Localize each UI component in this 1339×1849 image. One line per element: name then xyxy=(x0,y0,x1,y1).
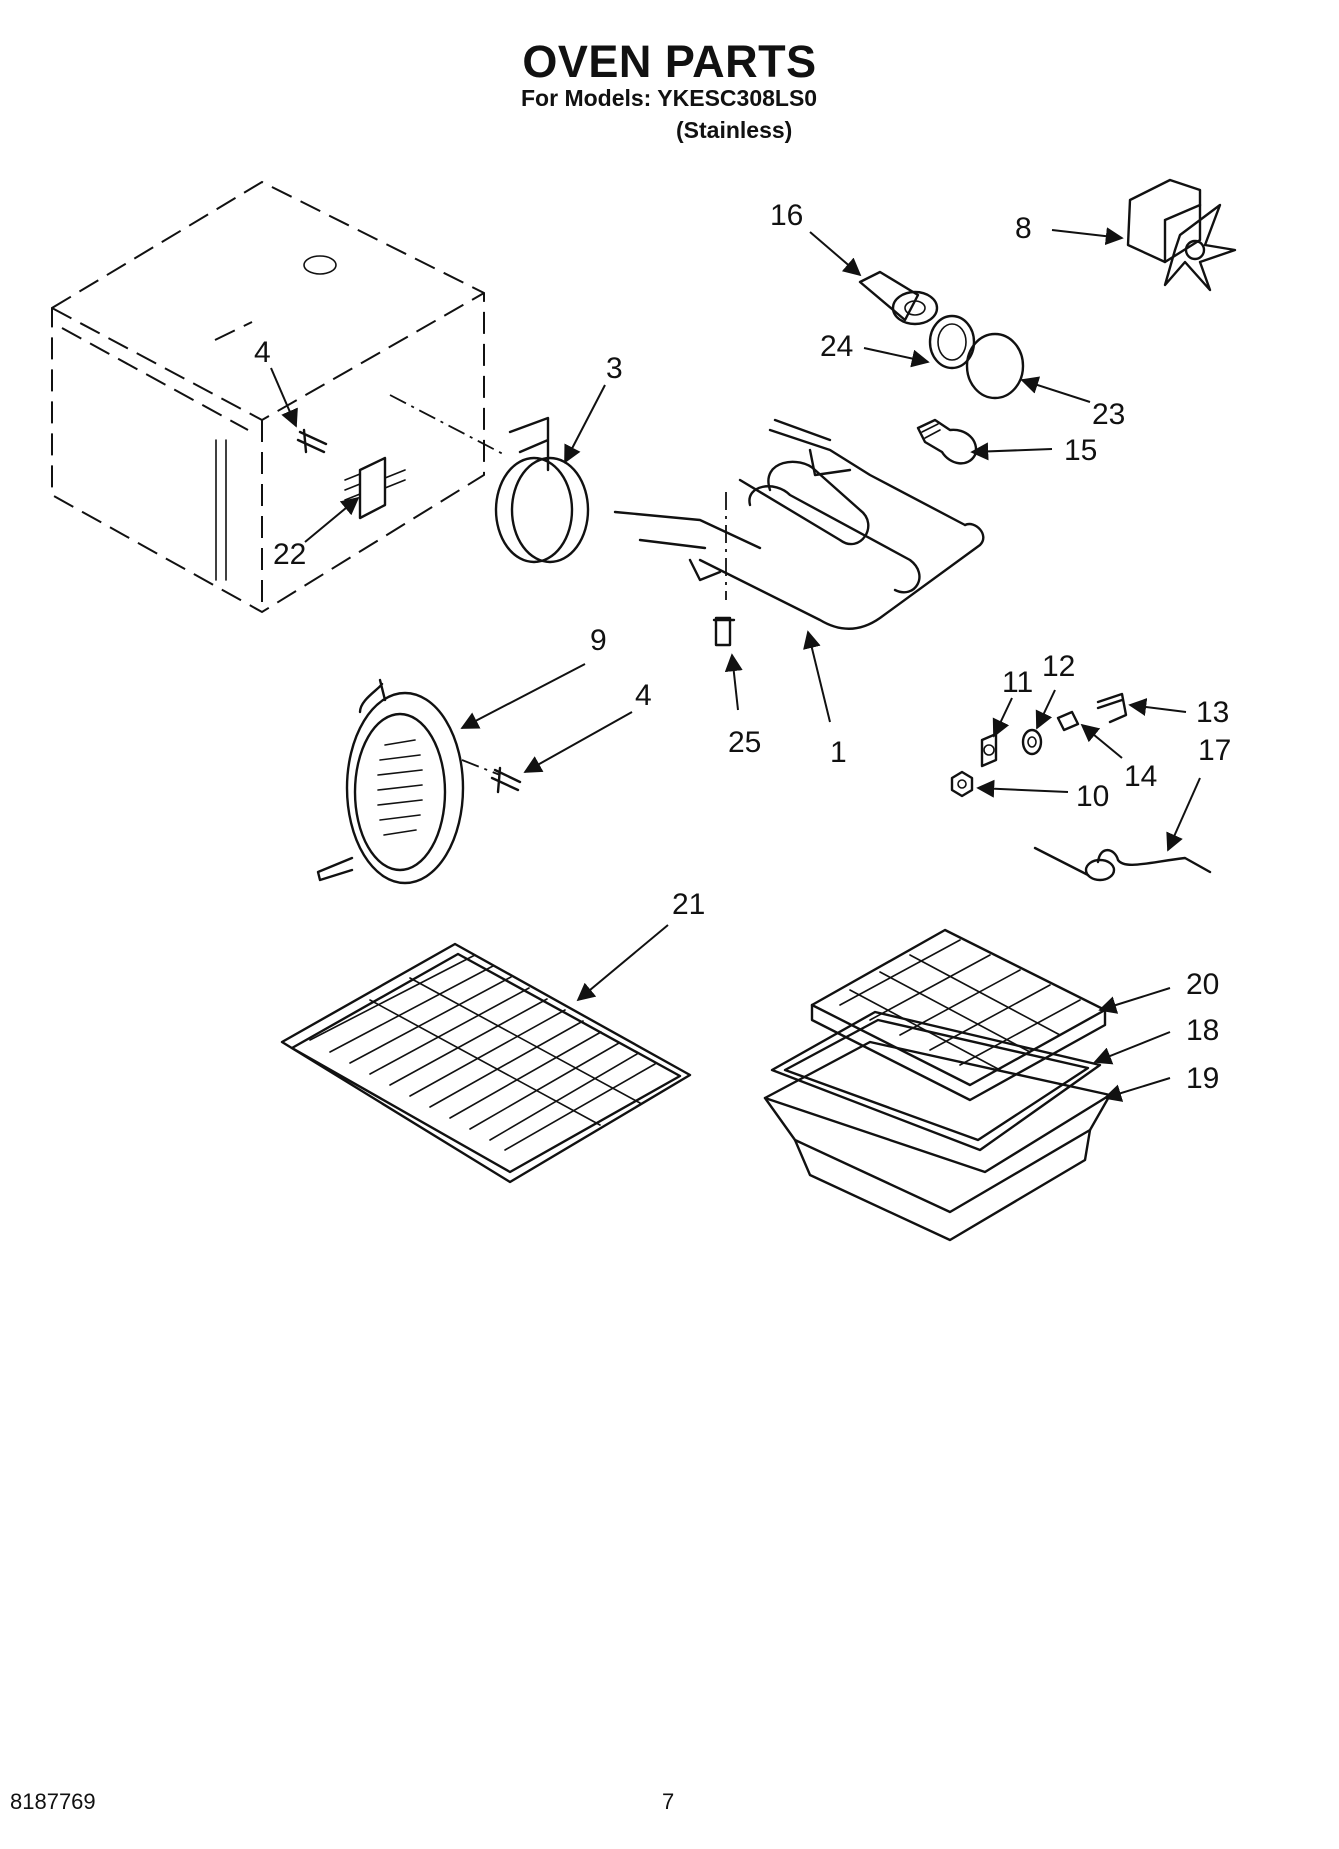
callout-10: 10 xyxy=(1076,780,1109,813)
part-17-meat-probe xyxy=(1033,846,1212,882)
page-number: 7 xyxy=(662,1789,675,1814)
part-21-oven-rack xyxy=(280,942,692,1184)
part-19-broiler-pan xyxy=(763,1040,1112,1242)
part-4-screw-left xyxy=(296,428,328,454)
callout-17: 17 xyxy=(1198,734,1231,767)
callout-15: 15 xyxy=(1064,434,1097,467)
callout-14: 14 xyxy=(1124,760,1157,793)
callout-19: 19 xyxy=(1186,1062,1219,1095)
part-20-broiler-grid xyxy=(810,928,1107,1102)
finish-variant: (Stainless) xyxy=(676,117,793,143)
part-1-bake-element xyxy=(613,418,985,630)
callout-24: 24 xyxy=(820,330,853,363)
part-16-lamp-socket xyxy=(858,270,939,326)
callout-9: 9 xyxy=(590,624,607,657)
part-3-fan-ring xyxy=(389,394,590,564)
callout-1: 1 xyxy=(830,736,847,769)
part-12-washer xyxy=(1021,728,1043,756)
part-11-bracket xyxy=(980,732,998,768)
callout-21: 21 xyxy=(672,888,705,921)
callout-13: 13 xyxy=(1196,696,1229,729)
part-4-screw-right xyxy=(490,766,522,794)
part-18-broiler-pan-insert xyxy=(770,1010,1102,1152)
part-13-probe-jack xyxy=(1096,692,1128,724)
callout-23: 23 xyxy=(1092,398,1125,431)
part-9-fan-cover xyxy=(316,678,501,885)
callout-3: 3 xyxy=(606,352,623,385)
callout-4-left: 4 xyxy=(254,336,271,369)
page-title: OVEN PARTS xyxy=(522,36,817,87)
callout-20: 20 xyxy=(1186,968,1219,1001)
part-22-terminal-block xyxy=(344,456,406,520)
callout-11: 11 xyxy=(1002,666,1033,699)
document-number: 8187769 xyxy=(10,1789,96,1814)
oven-cavity-outline xyxy=(51,180,485,614)
callout-16: 16 xyxy=(770,199,803,232)
callout-25: 25 xyxy=(728,726,761,759)
callout-22: 22 xyxy=(273,538,306,571)
callout-4-right: 4 xyxy=(635,679,652,712)
part-25-screw xyxy=(712,616,736,647)
part-10-nut xyxy=(950,770,974,798)
callout-12: 12 xyxy=(1042,650,1075,683)
part-14-spacer xyxy=(1056,710,1080,732)
callout-18: 18 xyxy=(1186,1014,1219,1047)
callout-leaders xyxy=(270,227,1201,1102)
part-15-lamp-bulb xyxy=(916,418,978,465)
part-23-lamp-lens xyxy=(965,332,1025,400)
part-8-convection-motor xyxy=(1126,178,1237,292)
models-line: For Models: YKESC308LS0 xyxy=(521,85,818,111)
part-24-lamp-gasket xyxy=(928,314,976,370)
callout-8: 8 xyxy=(1015,212,1032,245)
